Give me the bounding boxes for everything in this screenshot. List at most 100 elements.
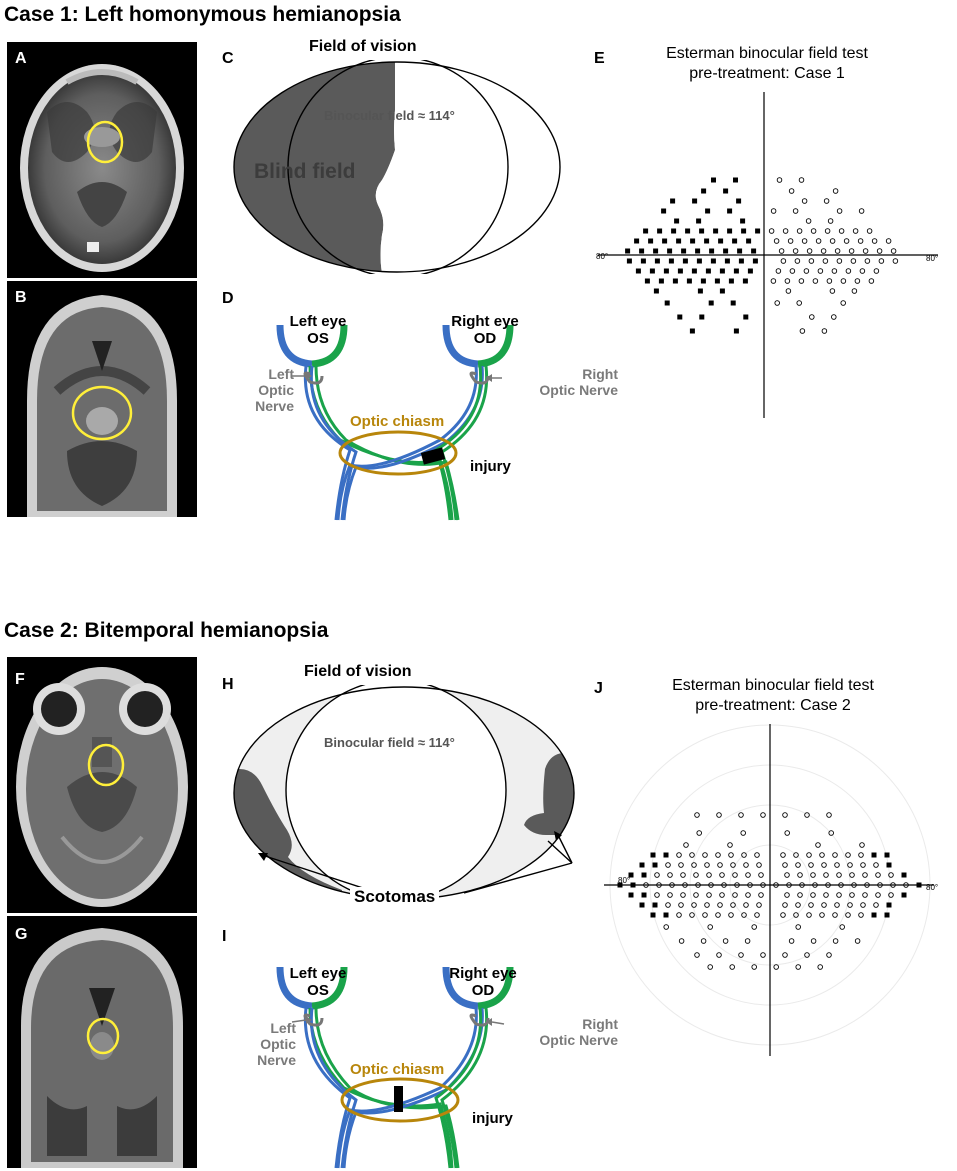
esterman-missed-point: [677, 268, 683, 274]
esterman-missed-point: [700, 278, 706, 284]
esterman-seen-point: [903, 882, 909, 888]
esterman-seen-point: [878, 258, 885, 264]
esterman-seen-point: [829, 288, 836, 294]
esterman-seen-point: [819, 912, 825, 918]
esterman-seen-point: [851, 882, 857, 888]
esterman-missed-point: [709, 248, 715, 254]
esterman-missed-point: [732, 238, 738, 244]
esterman-missed-point: [670, 198, 676, 204]
esterman-seen-point: [663, 924, 669, 930]
field-of-vision-diagram-h: [233, 685, 575, 901]
esterman-seen-point: [758, 892, 764, 898]
esterman-seen-point: [745, 872, 751, 878]
esterman-seen-point: [810, 938, 817, 944]
esterman-seen-point: [832, 188, 839, 194]
esterman-seen-point: [810, 228, 817, 234]
esterman-seen-point: [803, 268, 810, 274]
esterman-seen-point: [782, 862, 788, 868]
esterman-seen-point: [875, 872, 881, 878]
panel-label-h: H: [222, 676, 234, 693]
esterman-seen-point: [722, 938, 729, 944]
esterman-seen-point: [732, 872, 738, 878]
esterman-seen-point: [680, 892, 686, 898]
esterman-seen-point: [804, 952, 810, 958]
esterman-seen-point: [741, 852, 747, 858]
esterman-missed-point: [657, 228, 663, 234]
esterman-plot-j: 80° 80°: [604, 724, 938, 1056]
esterman-missed-point: [708, 300, 714, 306]
esterman-seen-point: [775, 268, 782, 274]
esterman-missed-point: [743, 314, 749, 320]
esterman-seen-point: [824, 228, 831, 234]
esterman-seen-point: [643, 882, 649, 888]
esterman-seen-point: [727, 842, 733, 848]
esterman-seen-point: [693, 872, 699, 878]
esterman-seen-point: [745, 892, 751, 898]
esterman-missed-point: [752, 258, 758, 264]
esterman-seen-point: [799, 882, 805, 888]
esterman-seen-point: [758, 872, 764, 878]
esterman-seen-point: [834, 902, 840, 908]
esterman-seen-point: [850, 258, 857, 264]
esterman-missed-point: [916, 882, 922, 888]
esterman-missed-point: [738, 258, 744, 264]
esterman-seen-point: [719, 872, 725, 878]
scotomas-label: Scotomas: [350, 887, 440, 907]
esterman-seen-point: [834, 862, 840, 868]
esterman-seen-point: [716, 952, 722, 958]
esterman-missed-point: [628, 892, 634, 898]
esterman-seen-point: [693, 892, 699, 898]
esterman-seen-point: [827, 218, 834, 224]
esterman-seen-point: [817, 964, 823, 970]
esterman-seen-point: [808, 258, 815, 264]
esterman-seen-point: [836, 872, 842, 878]
esterman-seen-point: [877, 882, 883, 888]
esterman-seen-point: [787, 238, 794, 244]
esterman-seen-point: [785, 288, 792, 294]
panel-label-g: G: [15, 926, 28, 943]
esterman-seen-point: [743, 862, 749, 868]
esterman-seen-point: [862, 872, 868, 878]
esterman-seen-point: [815, 238, 822, 244]
esterman-missed-point: [701, 188, 707, 194]
esterman-missed-point: [728, 278, 734, 284]
esterman-seen-point: [828, 830, 834, 836]
esterman-seen-point: [801, 198, 808, 204]
esterman-seen-point: [812, 278, 819, 284]
esterman-missed-point: [705, 268, 711, 274]
esterman-seen-point: [706, 872, 712, 878]
esterman-seen-point: [793, 852, 799, 858]
esterman-seen-point: [819, 852, 825, 858]
esterman-right-degree-e: 80°: [926, 254, 938, 263]
esterman-seen-point: [832, 852, 838, 858]
esterman-seen-point: [788, 188, 795, 194]
esterman-missed-point: [639, 248, 645, 254]
esterman-seen-point: [845, 912, 851, 918]
blind-field-label: Blind field: [254, 160, 356, 183]
esterman-missed-point: [682, 258, 688, 264]
esterman-missed-point: [886, 902, 892, 908]
esterman-seen-point: [836, 892, 842, 898]
mri-coronal-case-2: G: [7, 916, 197, 1168]
esterman-seen-point: [868, 278, 875, 284]
esterman-seen-point: [700, 938, 707, 944]
esterman-seen-point: [873, 862, 879, 868]
esterman-seen-point: [678, 938, 685, 944]
esterman-missed-point: [699, 314, 705, 320]
esterman-seen-point: [694, 952, 700, 958]
esterman-seen-point: [792, 208, 799, 214]
esterman-seen-point: [792, 248, 799, 254]
esterman-seen-point: [823, 892, 829, 898]
esterman-seen-point: [786, 882, 792, 888]
optic-chiasm-label-i: Optic chiasm: [350, 1061, 445, 1078]
esterman-seen-point: [873, 268, 880, 274]
esterman-seen-point: [862, 892, 868, 898]
esterman-seen-point: [806, 912, 812, 918]
esterman-seen-point: [754, 852, 760, 858]
esterman-missed-point: [741, 228, 747, 234]
esterman-missed-point: [736, 198, 742, 204]
esterman-missed-point: [719, 268, 725, 274]
